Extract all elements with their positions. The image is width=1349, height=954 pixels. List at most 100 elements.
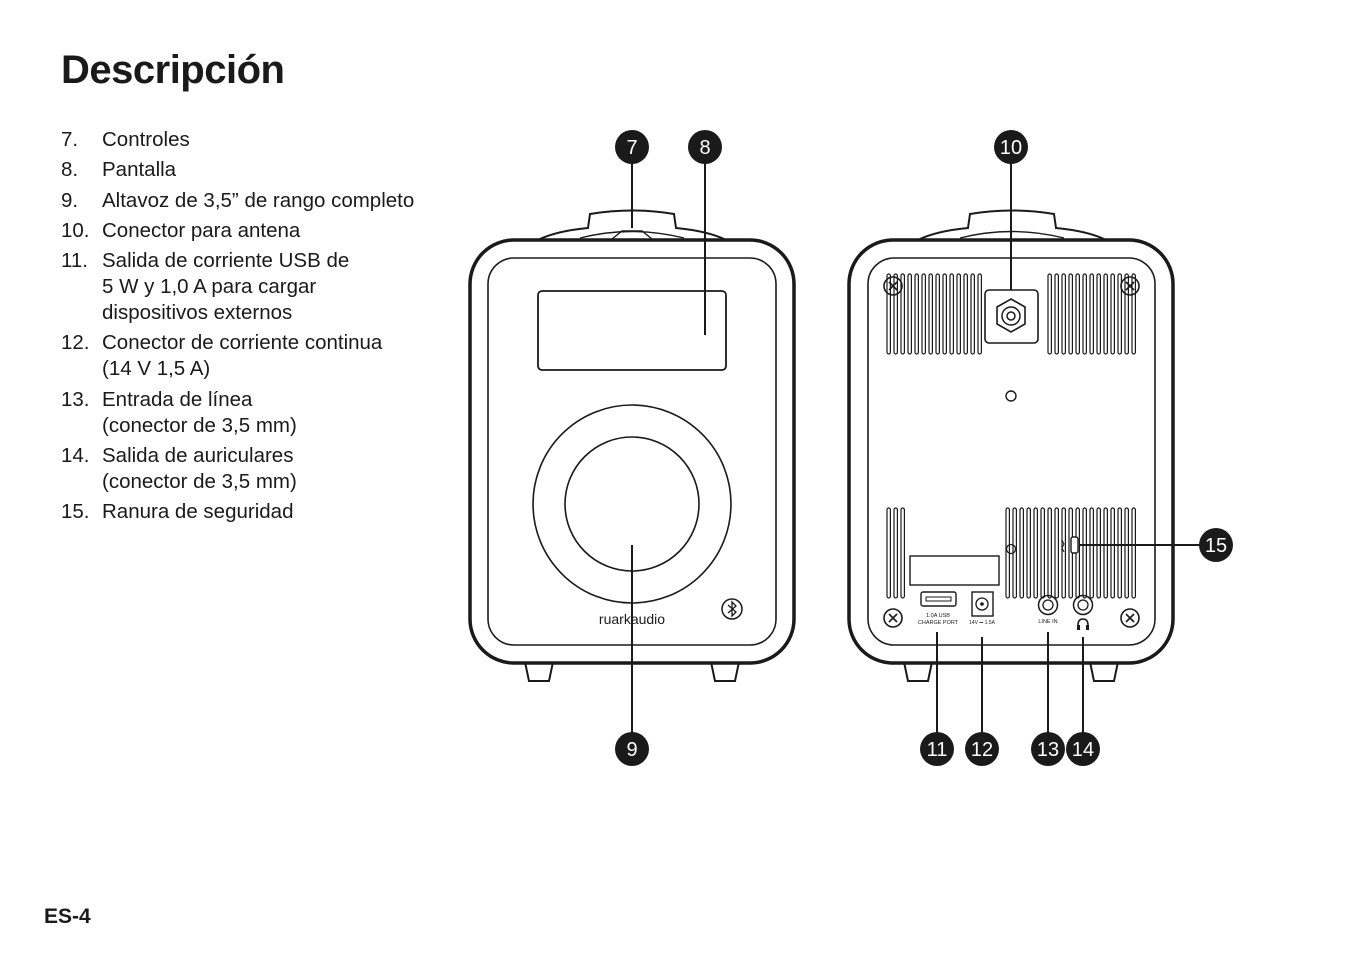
callout-13: 13 — [1031, 732, 1065, 766]
vent-slot — [1047, 507, 1053, 599]
vent-slot — [1096, 507, 1102, 599]
usb-label-line2: CHARGE PORT — [918, 620, 959, 626]
vent-slot — [1110, 507, 1116, 599]
svg-text:12: 12 — [971, 739, 993, 761]
vent-slot — [1082, 507, 1088, 599]
list-item: 14. Salida de auriculares (conector de 3,… — [61, 443, 414, 495]
back-view: 1.0A USB CHARGE PORT 14V ⎓ 1.5A LINE IN — [847, 209, 1175, 682]
item-number: 8. — [61, 158, 79, 182]
callout-15: 15 — [1199, 528, 1233, 562]
line-in-port — [1037, 594, 1059, 616]
callout-9: 9 — [615, 732, 649, 766]
item-number: 12. — [61, 331, 90, 355]
svg-text:13: 13 — [1037, 739, 1059, 761]
leader-lines — [631, 162, 1200, 734]
item-number: 7. — [61, 128, 79, 151]
vent-slot — [1033, 507, 1039, 599]
svg-text:9: 9 — [626, 739, 637, 761]
vent-slot — [1075, 273, 1081, 355]
vent-slot — [942, 273, 948, 355]
vent-slot — [1026, 507, 1032, 599]
vent-slot — [1054, 507, 1060, 599]
vent-slot — [970, 273, 976, 355]
vent-slot — [1047, 273, 1053, 355]
callout-7: 7 — [615, 130, 649, 164]
item-text: Altavoz de 3,5” de rango completo — [102, 188, 415, 212]
bluetooth-icon — [721, 598, 743, 620]
page-title: Descripción — [61, 48, 285, 92]
vent-slot — [1096, 273, 1102, 355]
upper-vents — [886, 273, 1137, 355]
item-number: 15. — [61, 500, 90, 524]
vent-slot — [1124, 507, 1130, 599]
back-right-foot — [1089, 661, 1119, 682]
list-item: 8. Pantalla — [61, 157, 414, 183]
vent-slot — [1124, 273, 1130, 355]
front-right-foot — [710, 661, 740, 682]
vent-slot — [963, 273, 969, 355]
vent-slot — [1019, 507, 1025, 599]
item-text: Conector para antena — [102, 218, 301, 242]
item-text: Salida de auriculares (conector de 3,5 m… — [102, 444, 297, 494]
item-text: Pantalla — [102, 158, 177, 182]
vent-slot — [1110, 273, 1116, 355]
item-text: Ranura de seguridad — [102, 500, 294, 524]
list-item: 7. Controles — [61, 127, 414, 153]
item-number: 9. — [61, 188, 79, 212]
vent-slot — [1061, 507, 1067, 599]
label-plate — [909, 555, 1000, 586]
vent-slot — [1103, 507, 1109, 599]
page-number: ES-4 — [44, 905, 91, 928]
vent-slot — [1054, 273, 1060, 355]
item-text: Entrada de línea (conector de 3,5 mm) — [102, 387, 297, 437]
svg-text:15: 15 — [1205, 535, 1227, 557]
svg-text:14: 14 — [1072, 739, 1094, 761]
vent-slot — [1061, 273, 1067, 355]
svg-text:10: 10 — [1000, 137, 1022, 159]
vent-slot — [935, 273, 941, 355]
callout-12: 12 — [965, 732, 999, 766]
list-item: 12. Conector de corriente continua (14 V … — [61, 330, 414, 382]
item-text: Conector de corriente continua (14 V 1,5… — [102, 331, 383, 381]
vent-slot — [886, 273, 892, 355]
display — [537, 290, 727, 371]
vent-slot — [1117, 273, 1123, 355]
parts-list: 7. Controles 8. Pantalla 9. Altavoz de 3,5”… — [61, 127, 414, 530]
item-text: Controles — [102, 128, 190, 151]
vent-slot — [893, 273, 899, 355]
list-item: 13. Entrada de línea (conector de 3,5 mm) — [61, 387, 414, 439]
svg-text:7: 7 — [626, 137, 637, 159]
item-text: Salida de corriente USB de 5 W y 1,0 A p… — [102, 249, 350, 325]
list-item: 11.Salida de corriente USB de 5 W y 1,0 … — [61, 248, 414, 326]
vent-slot — [914, 273, 920, 355]
vent-slot — [886, 507, 892, 599]
item-number: 13. — [61, 387, 90, 411]
list-item: 10. Conector para antena — [61, 218, 414, 244]
svg-text:11: 11 — [927, 739, 948, 761]
vent-slot — [1089, 273, 1095, 355]
vent-slot — [1082, 273, 1088, 355]
vent-slot — [977, 273, 983, 355]
vent-slot — [1117, 507, 1123, 599]
callout-14: 14 — [1066, 732, 1100, 766]
vent-slot — [1068, 273, 1074, 355]
back-left-foot — [903, 661, 933, 682]
usb-port — [920, 591, 957, 607]
vent-slot — [1089, 507, 1095, 599]
vent-slot — [956, 273, 962, 355]
callout-8: 8 — [688, 130, 722, 164]
callout-10: 10 — [994, 130, 1028, 164]
item-number: 10. — [61, 218, 90, 242]
item-number: 14. — [61, 444, 90, 468]
vent-slot — [1131, 273, 1137, 355]
vent-slot — [928, 273, 934, 355]
security-lock-icon — [1061, 536, 1079, 554]
list-item: 15. Ranura de seguridad — [61, 499, 414, 525]
front-left-foot — [524, 661, 554, 682]
headphone-port — [1072, 594, 1094, 616]
svg-text:8: 8 — [699, 137, 710, 159]
antenna-connector-icon — [984, 289, 1039, 344]
vent-slot — [893, 507, 899, 599]
vent-slot — [900, 507, 906, 599]
